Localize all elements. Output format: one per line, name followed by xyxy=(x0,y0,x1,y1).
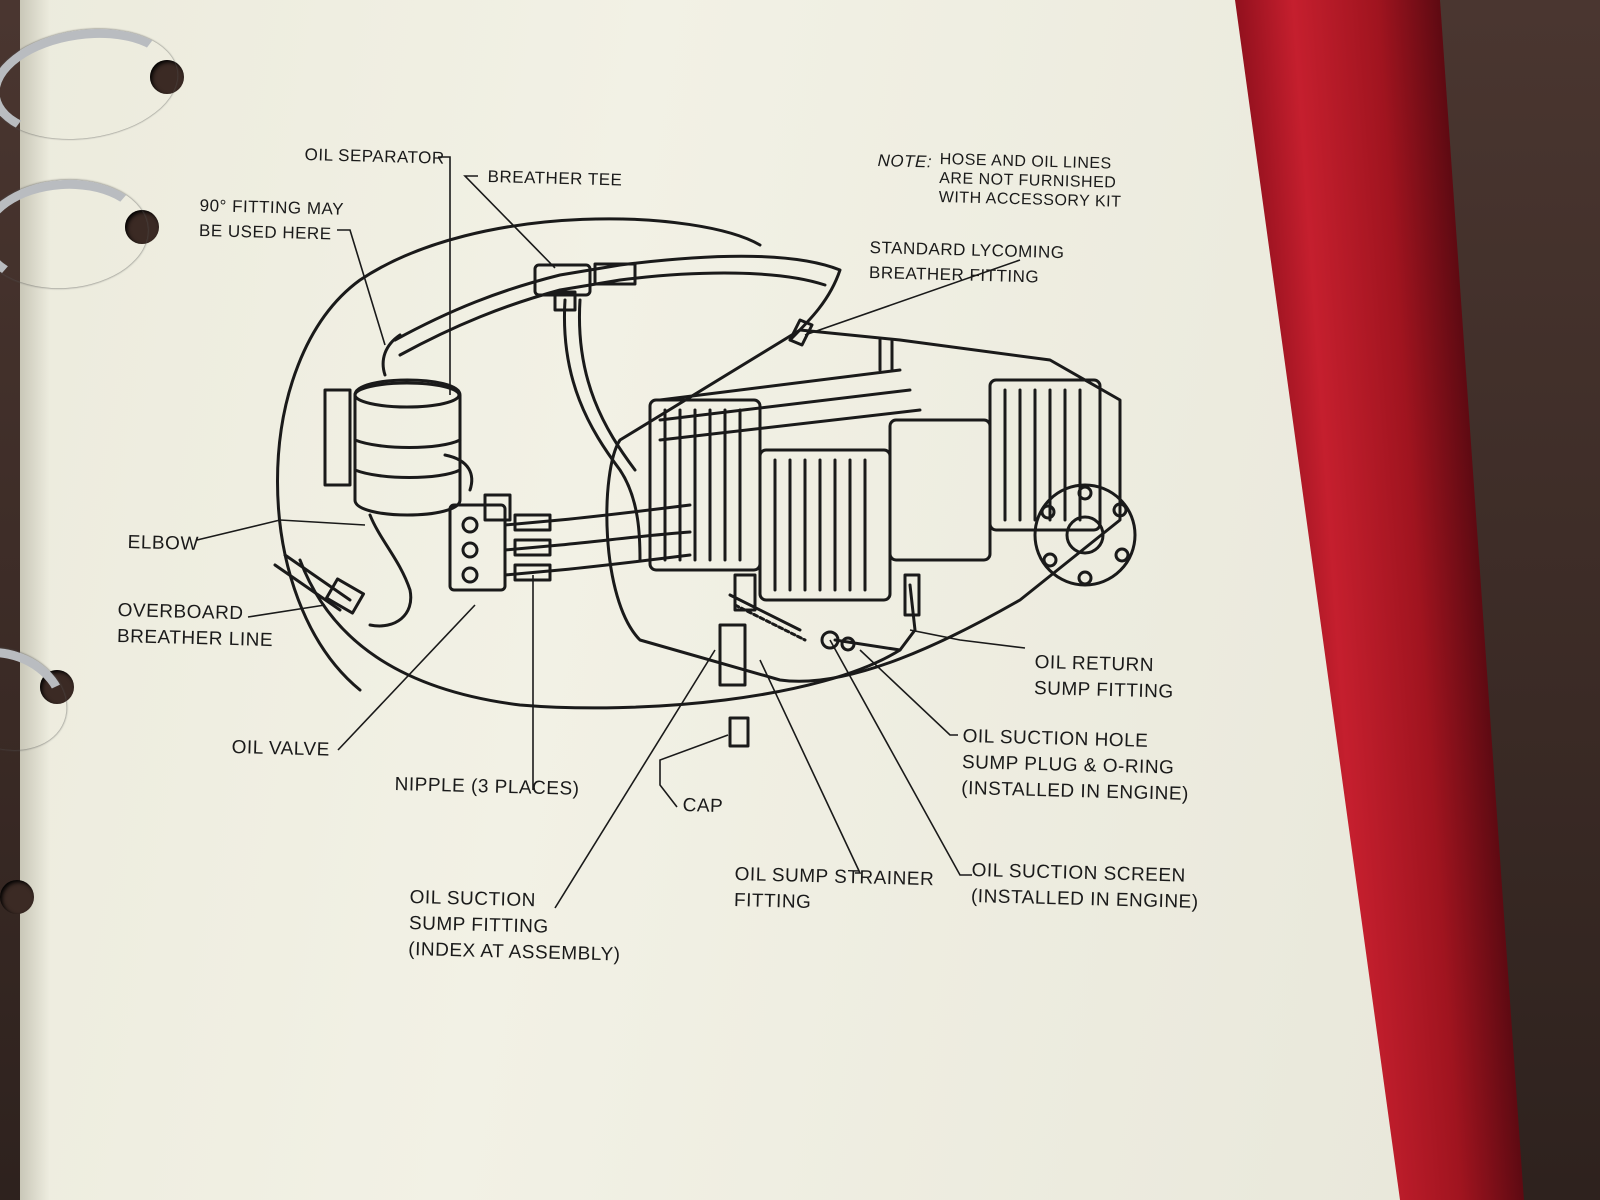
label-90-fitting: 90° FITTING MAY BE USED HERE xyxy=(198,195,345,244)
label-standard-breather: STANDARD LYCOMING BREATHER FITTING xyxy=(868,237,1065,287)
sump-strainer-hose xyxy=(728,593,802,632)
label-oil-suction-sump: OIL SUCTION SUMP FITTING (INDEX AT ASSEM… xyxy=(408,886,621,966)
label-nipple: NIPPLE (3 PLACES) xyxy=(394,773,580,800)
separator-elbow-top xyxy=(381,333,402,377)
cap-fitting xyxy=(728,716,750,748)
label-oil-sump-strainer: OIL SUMP STRAINER FITTING xyxy=(733,863,935,914)
oil-separator-top xyxy=(353,381,461,409)
label-oil-valve: OIL VALVE xyxy=(231,736,331,761)
overboard-breather-line xyxy=(273,563,342,612)
label-note-text: HOSE AND OIL LINES ARE NOT FURNISHED WIT… xyxy=(938,150,1122,211)
elbow-hose xyxy=(368,513,413,628)
label-note-prefix: NOTE: xyxy=(877,150,933,172)
separator-elbow-side xyxy=(443,453,474,492)
breather-hose-down-b xyxy=(577,298,637,472)
engine-cylinders xyxy=(648,378,1102,602)
standard-breather-fitting xyxy=(788,318,814,347)
label-breather-tee: BREATHER TEE xyxy=(487,166,623,190)
label-oil-separator: OIL SEPARATOR xyxy=(304,144,445,168)
breather-tee-stub xyxy=(553,290,577,312)
label-oil-return: OIL RETURN SUMP FITTING xyxy=(1033,651,1174,703)
breather-hose-upper xyxy=(393,254,842,342)
oil-separator-band-2 xyxy=(353,468,462,479)
breather-tee-fitting xyxy=(593,262,637,286)
label-oil-suction-hole: OIL SUCTION HOLE SUMP PLUG & O-RING (INS… xyxy=(961,725,1190,805)
leader-lines xyxy=(196,156,1026,909)
nipple-hose-2 xyxy=(503,530,692,552)
punch-hole-icon xyxy=(40,670,74,704)
punch-hole-icon xyxy=(150,60,184,94)
return-sump-fitting xyxy=(833,583,917,652)
push-rods xyxy=(658,368,922,442)
nipple-hose-3 xyxy=(503,553,692,577)
manual-page xyxy=(20,0,1400,1200)
oil-separator-body xyxy=(353,378,462,517)
label-overboard-breather: OVERBOARD BREATHER LINE xyxy=(116,599,274,652)
punch-hole-icon xyxy=(0,880,34,914)
oil-valve-block xyxy=(448,503,507,592)
label-oil-suction-screen: OIL SUCTION SCREEN (INSTALLED IN ENGINE) xyxy=(970,859,1199,913)
overboard-fitting xyxy=(325,577,365,615)
separator-bracket xyxy=(323,388,352,487)
label-elbow: ELBOW xyxy=(127,531,200,555)
punch-hole-icon xyxy=(125,210,159,244)
breather-hose-upper-b xyxy=(398,271,827,357)
engine-crankcase xyxy=(605,328,1122,683)
return-loop-hose xyxy=(298,558,902,710)
breather-hose-down xyxy=(562,298,642,562)
breather-tee-body xyxy=(533,263,592,297)
oil-suction-sump-fitting xyxy=(718,623,747,687)
label-cap: CAP xyxy=(682,794,724,818)
page-shadow xyxy=(20,0,50,1200)
nipple-hose-1 xyxy=(503,503,692,527)
oil-separator-band xyxy=(353,438,462,449)
